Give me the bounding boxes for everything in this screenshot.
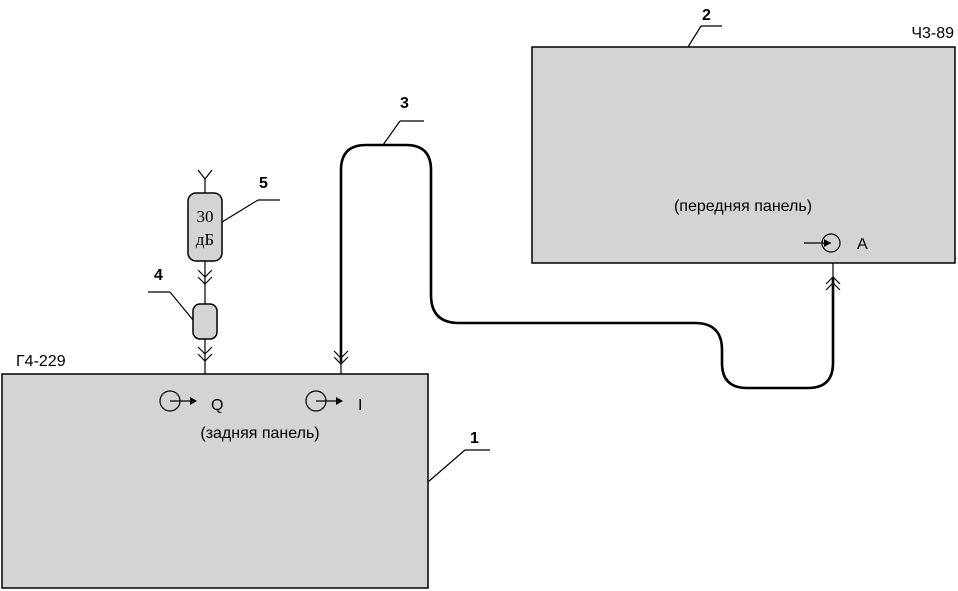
counter-device: Ч3-89 (передняя панель) A 2 (531, 7, 956, 264)
generator-device-name: Г4-229 (16, 353, 66, 370)
callout-1: 1 (427, 430, 490, 483)
counter-input-a-label: A (857, 236, 868, 253)
q-output-chain: 30 дБ 5 4 (148, 169, 280, 374)
attenuator-value-line2: дБ (196, 230, 214, 249)
generator-rear-panel (1, 373, 429, 589)
attenuator-value-line1: 30 (197, 207, 214, 226)
cable-plug-a-icon (825, 263, 841, 291)
cable-3: 3 (333, 95, 841, 390)
callout-5: 5 (221, 175, 280, 223)
generator-device: Г4-229 (задняя панель) Q I 1 (1, 353, 490, 589)
adapter-body (192, 303, 218, 340)
generator-panel-label: (задняя панель) (200, 425, 319, 442)
callout-4-number: 4 (154, 267, 163, 284)
callout-3-number: 3 (400, 95, 409, 112)
generator-output-i-label: I (358, 397, 362, 414)
callout-5-number: 5 (259, 175, 268, 192)
callout-2-number: 2 (702, 7, 711, 24)
input-connector-icon (804, 233, 841, 253)
counter-device-name: Ч3-89 (911, 25, 954, 42)
cable-plug-i-icon (333, 350, 349, 374)
callout-4: 4 (148, 267, 194, 321)
callout-1-number: 1 (470, 430, 479, 447)
callout-3: 3 (382, 95, 424, 146)
output-i-connector-icon (305, 390, 343, 412)
attenuator-adapter-connector-icon (197, 261, 213, 304)
callout-2: 2 (687, 7, 722, 48)
generator-output-q-label: Q (211, 397, 223, 414)
adapter-plug-q-icon (197, 339, 213, 374)
counter-front-panel (531, 46, 956, 264)
terminator-icon (197, 169, 213, 193)
output-q-connector-icon (159, 390, 197, 412)
cable-path (339, 143, 835, 390)
attenuator-body (187, 192, 223, 262)
counter-panel-label: (передняя панель) (674, 198, 812, 215)
